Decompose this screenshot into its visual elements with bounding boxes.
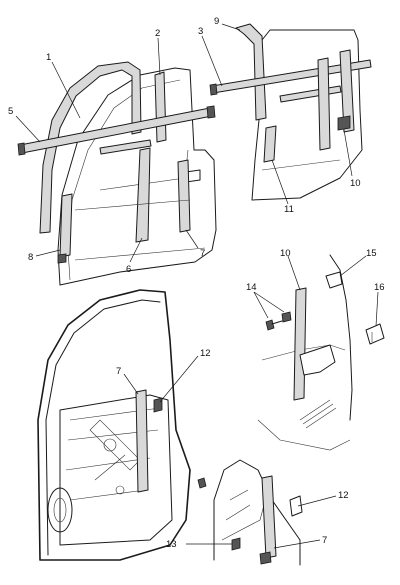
center-glass-run xyxy=(135,147,151,243)
lower-run-detail-view xyxy=(213,459,303,566)
callout-12b: 12 xyxy=(338,490,349,501)
glass-run-detail xyxy=(293,287,307,401)
callout-11: 11 xyxy=(284,204,294,215)
clip-detail-view xyxy=(257,254,385,451)
rear-clip xyxy=(337,115,351,131)
callout-12a: 12 xyxy=(200,348,211,359)
door-inner-panel-view xyxy=(37,289,207,561)
clip-16 xyxy=(365,323,385,345)
lower-front-channel xyxy=(59,193,73,258)
callout-8: 8 xyxy=(28,252,33,263)
callout-16: 16 xyxy=(374,282,385,293)
callout-5: 5 xyxy=(8,106,13,117)
callout-labels: 1 2 3 5 6 7 8 9 10 11 10 14 15 16 12 7 1… xyxy=(8,16,385,550)
leader-lines xyxy=(15,23,379,549)
rear-front-channel xyxy=(263,125,277,163)
callout-7b: 7 xyxy=(116,366,121,377)
callout-7a: 7 xyxy=(200,248,205,259)
callout-2: 2 xyxy=(155,28,160,39)
callout-7c: 7 xyxy=(322,535,327,546)
screw-icon xyxy=(265,311,292,331)
callout-9: 9 xyxy=(214,16,219,27)
callout-14: 14 xyxy=(246,282,257,293)
lower-glass-run-7 xyxy=(261,475,277,559)
clip-12 xyxy=(153,397,163,413)
callout-13: 13 xyxy=(166,539,177,550)
callout-3: 3 xyxy=(198,26,203,37)
clip-15 xyxy=(325,271,343,289)
upper-corner-run xyxy=(235,23,267,121)
rear-door-glass-run-view xyxy=(209,23,372,201)
callout-15: 15 xyxy=(366,248,377,259)
callout-10a: 10 xyxy=(350,178,361,189)
rear-glass-run xyxy=(177,159,191,233)
callout-1: 1 xyxy=(46,52,51,63)
clip-12b xyxy=(289,495,303,517)
callout-10b: 10 xyxy=(280,248,291,259)
callout-6: 6 xyxy=(126,264,131,275)
upper-glass-run xyxy=(154,71,167,143)
inner-glass-run-7 xyxy=(135,389,149,493)
front-door-weatherstrip-view xyxy=(17,61,217,286)
